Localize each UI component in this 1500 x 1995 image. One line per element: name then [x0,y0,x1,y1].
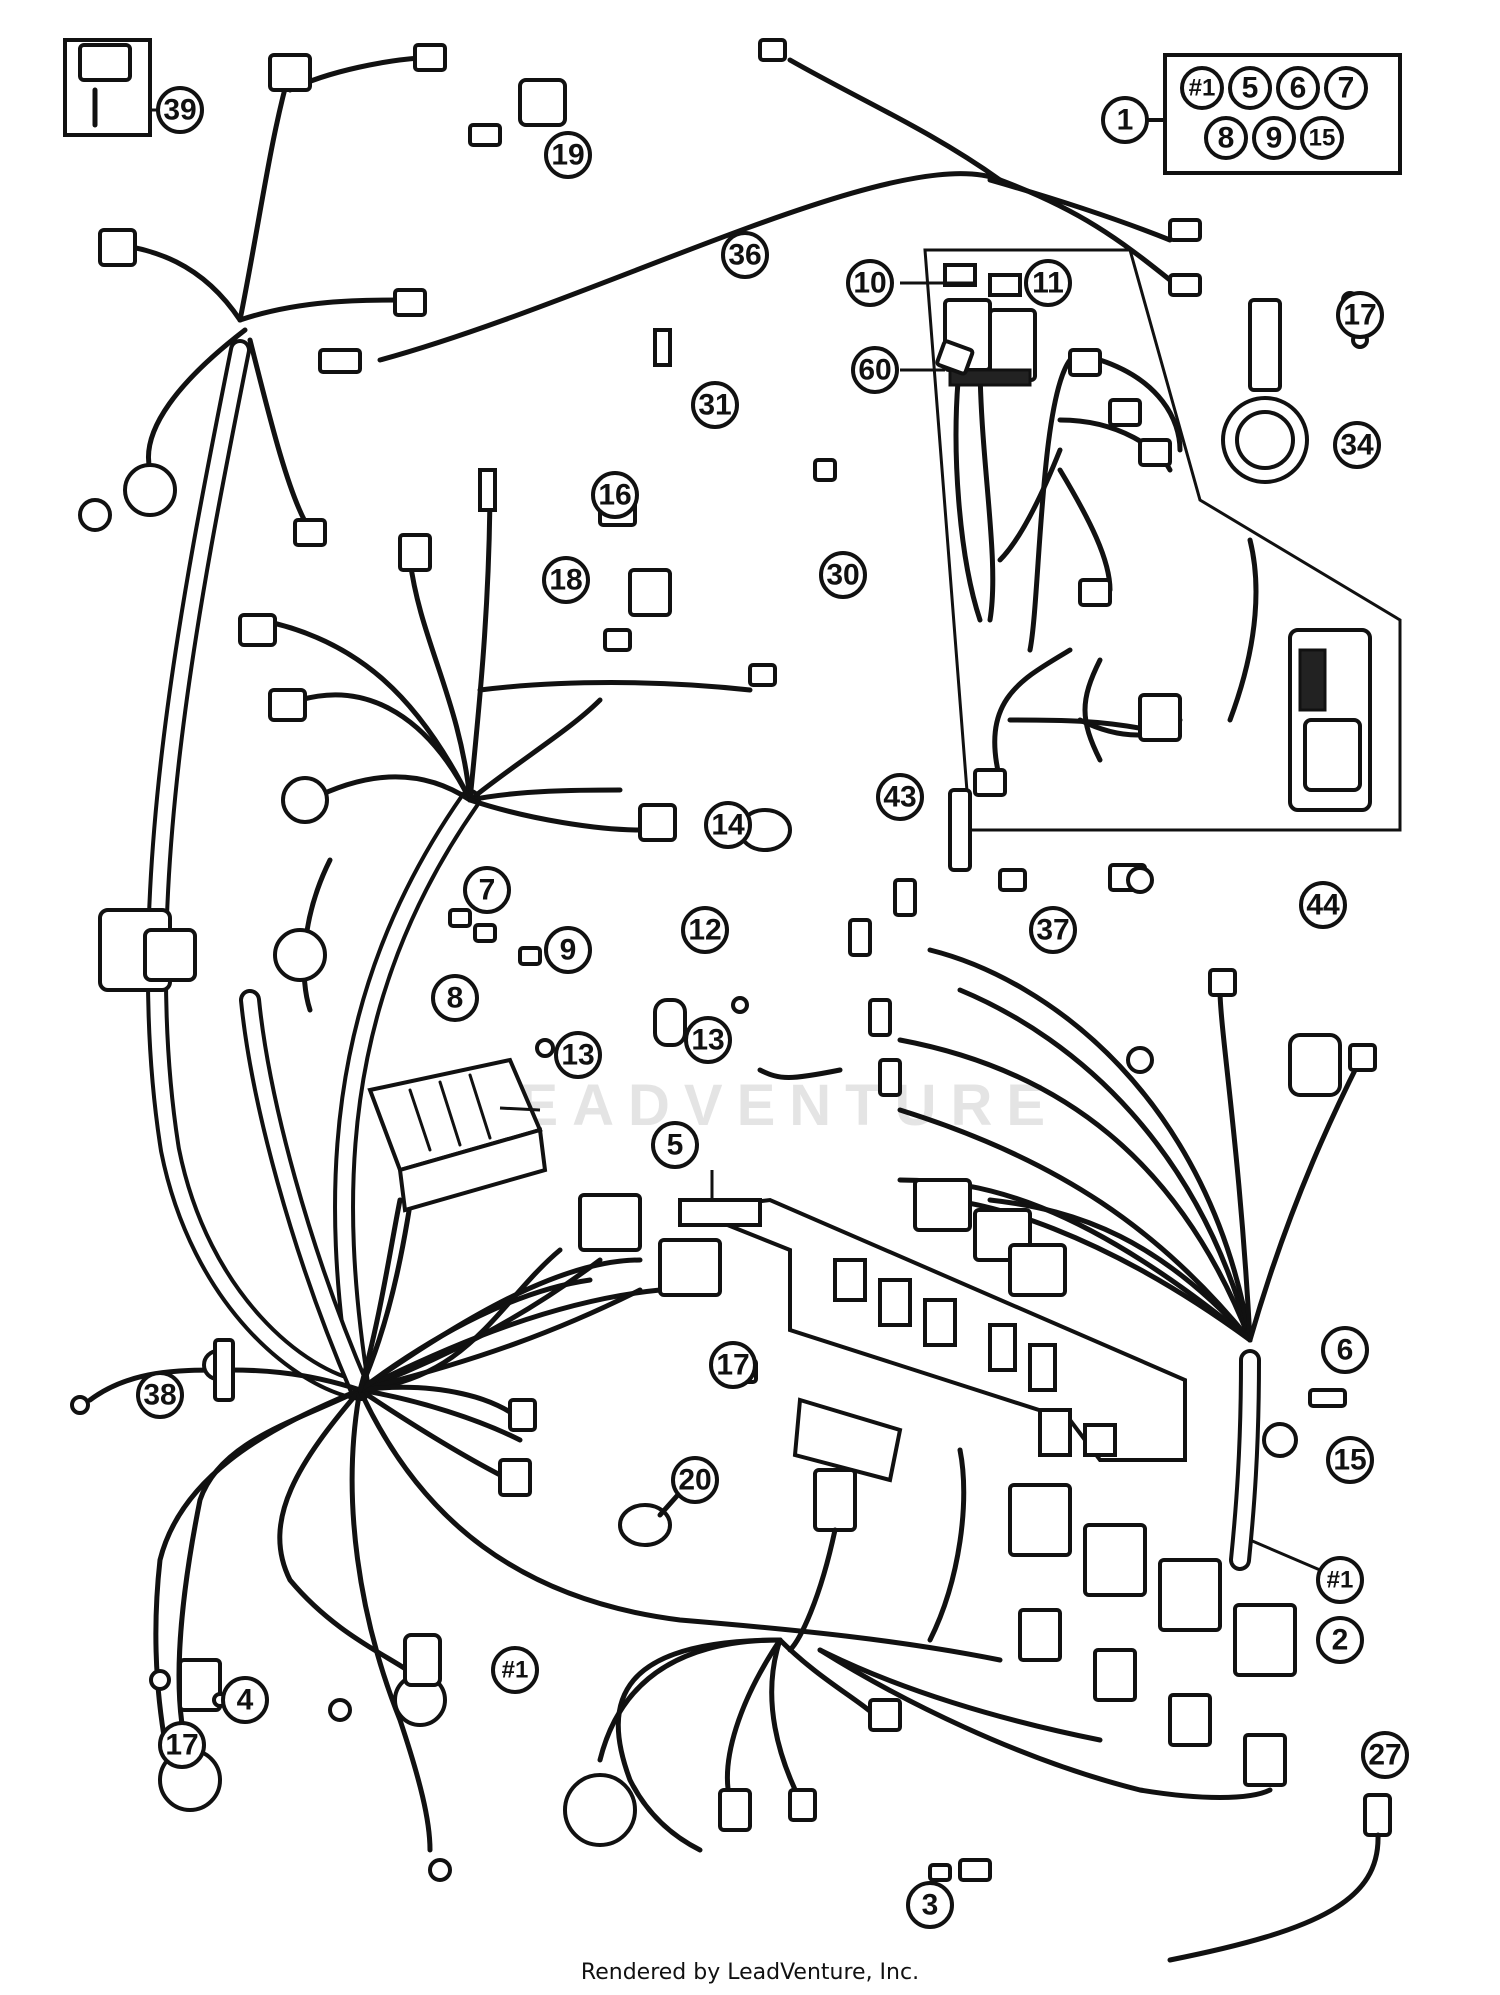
callout-13-mid-text: 13 [691,1024,724,1057]
diagnostic-connector [787,1397,967,1653]
relays [1008,1483,1297,1787]
callout-20: 20 [671,1456,719,1504]
kit-15-text: 15 [1309,125,1336,152]
callout-34-text: 34 [1340,429,1374,462]
callout-36-text: 36 [728,239,761,272]
callout-17-top-text: 17 [1343,299,1376,332]
callout-16: 16 [591,471,639,519]
callout-11: 11 [1024,259,1072,307]
callout-7-text: 7 [479,874,496,907]
callout-1-right-text: #1 [1327,1567,1354,1594]
callout-4: 4 [221,1676,269,1724]
callout-34: 34 [1333,421,1381,469]
callout-8-text: 8 [447,982,464,1015]
callout-20-text: 20 [678,1464,711,1497]
callout-12: 12 [681,906,729,954]
callout-14-text: 14 [711,809,745,842]
kit-1-text: #1 [1189,75,1216,102]
callout-14: 14 [704,801,752,849]
callout-31: 31 [691,381,739,429]
callout-6: 6 [1321,1326,1369,1374]
callout-60-text: 60 [858,354,891,387]
callout-3: 3 [906,1881,954,1929]
fuse-11 [988,273,1022,297]
callout-17-bottom-text: 17 [165,1729,198,1762]
callout-37: 37 [1029,906,1077,954]
callout-16-text: 16 [598,479,631,512]
kit-5-text: 5 [1242,72,1259,105]
callout-9: 9 [544,926,592,974]
connector-bracket [678,1197,1187,1462]
misc-connectors [70,38,1392,1963]
callout-27-text: 27 [1368,1739,1401,1772]
callout-13-left-text: 13 [561,1039,594,1072]
callout-19: 19 [544,131,592,179]
callout-13-left: 13 [554,1031,602,1079]
main-harness [87,55,1363,1853]
callout-1: 1 [1101,96,1149,144]
leader-lines [150,108,1321,1572]
callout-2: 2 [1316,1616,1364,1664]
callout-9-text: 9 [560,934,577,967]
callout-5-text: 5 [667,1129,684,1162]
callout-3-text: 3 [922,1889,939,1922]
kit-7-text: 7 [1338,72,1355,105]
callout-30-text: 30 [826,559,859,592]
callout-17-top: 17 [1336,291,1384,339]
handlebar-switch [1288,628,1372,812]
callout-6-text: 6 [1337,1334,1354,1367]
kit-box [1163,53,1402,175]
callout-13-mid: 13 [684,1016,732,1064]
callout-4-text: 4 [237,1684,254,1717]
callout-18-text: 18 [549,564,582,597]
callout-1-left: #1 [491,1646,539,1694]
callout-17-bottom: 17 [158,1721,206,1769]
callout-12-text: 12 [688,914,721,947]
callout-60: 60 [851,346,899,394]
callout-44-text: 44 [1306,889,1340,922]
callout-1-left-text: #1 [502,1657,529,1684]
callout-1-right: #1 [1316,1556,1364,1604]
relay-block [943,298,1037,387]
callout-17-mid: 17 [709,1341,757,1389]
callout-30: 30 [819,551,867,599]
callout-10-text: 10 [853,267,886,300]
kit-9-text: 9 [1266,122,1283,155]
callout-15-text: 15 [1333,1444,1366,1477]
callout-17-mid-text: 17 [716,1349,749,1382]
kit-callouts: #1 5 6 7 8 9 15 [1180,66,1368,160]
callout-1-text: 1 [1117,104,1134,137]
callout-19-text: 19 [551,139,584,172]
ecu-connectors [578,1178,1067,1297]
callout-18: 18 [542,556,590,604]
callout-5: 5 [651,1121,699,1169]
callout-2-text: 2 [1332,1624,1349,1657]
watermark-text: LEADVENTURE [470,1073,1059,1138]
horn [1221,298,1309,484]
fuse-block [367,1057,548,1213]
callout-11-text: 11 [1032,267,1064,300]
callout-39: 39 [156,86,204,134]
callout-31-text: 31 [698,389,731,422]
callout-39-text: 39 [163,94,196,127]
callout-38: 38 [136,1371,184,1419]
callout-37-text: 37 [1036,914,1069,947]
footer-credit: Rendered by LeadVenture, Inc. [580,1960,920,1985]
callout-10: 10 [846,259,894,307]
callout-8: 8 [431,974,479,1022]
callout-43: 43 [876,773,924,821]
kit-6-text: 6 [1290,72,1307,105]
callout-7: 7 [463,866,511,914]
callout-38-text: 38 [143,1379,176,1412]
callout-27: 27 [1361,1731,1409,1779]
fuse-10 [943,263,977,287]
item-39-box [63,38,152,137]
callout-44: 44 [1299,881,1347,929]
kit-8-text: 8 [1218,122,1235,155]
callout-43-text: 43 [883,781,916,814]
callout-36: 36 [721,231,769,279]
callout-15: 15 [1326,1436,1374,1484]
